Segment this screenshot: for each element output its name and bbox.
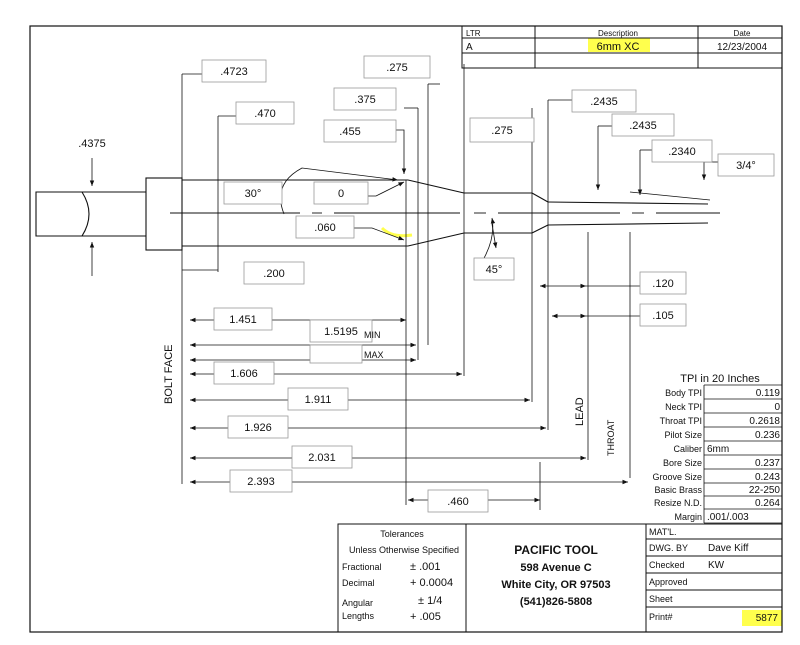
- spec-value: 6mm: [707, 444, 729, 455]
- rev-description-value: 6mm XC: [597, 41, 640, 53]
- highlight-description: [588, 38, 650, 52]
- spec-value: 0.237: [755, 458, 780, 469]
- spec-label: Basic Brass: [654, 485, 702, 495]
- approved-label: Approved: [649, 577, 688, 587]
- dim-2393: 2.393: [247, 476, 275, 488]
- tolerance-label: Lengths: [342, 611, 375, 621]
- dim-060: .060: [314, 222, 335, 234]
- extension-lines: [181, 64, 631, 505]
- dim-2435-b: .2435: [629, 120, 657, 132]
- label-throat: THROAT: [606, 419, 616, 456]
- checked-label: Checked: [649, 560, 685, 570]
- spec-label: Bore Size: [663, 458, 702, 468]
- tolerance-label: Fractional: [342, 562, 382, 572]
- rev-date-value: 12/23/2004: [717, 42, 767, 53]
- company-city: White City, OR 97503: [501, 579, 610, 591]
- dim-375: .375: [354, 94, 375, 106]
- spec-title: TPI in 20 Inches: [680, 373, 760, 385]
- print-label: Print#: [649, 612, 673, 622]
- tolerances-subtitle: Unless Otherwise Specified: [349, 545, 459, 555]
- rev-header-description: Description: [598, 29, 638, 38]
- spec-label: Resize N.D.: [654, 498, 702, 508]
- tolerance-value: + 0.0004: [410, 577, 453, 589]
- dim-1926: 1.926: [244, 422, 272, 434]
- spec-value: 0.236: [755, 430, 780, 441]
- spec-value: 0: [774, 402, 780, 413]
- dim-4375: .4375: [78, 138, 106, 150]
- company-street: 598 Avenue C: [520, 562, 591, 574]
- label-bolt-face: BOLT FACE: [163, 344, 175, 404]
- rev-header-date: Date: [734, 29, 751, 38]
- highlight-mark: [380, 226, 413, 238]
- highlight-print-number: [742, 610, 782, 626]
- tolerances-title: Tolerances: [380, 529, 424, 539]
- label-lead: LEAD: [574, 397, 586, 426]
- dim-105: .105: [652, 310, 673, 322]
- company-name: PACIFIC TOOL: [514, 543, 598, 557]
- dwg-by-label: DWG. BY: [649, 543, 688, 553]
- dim-max: MAX: [364, 350, 384, 360]
- spec-value: 22-250: [749, 485, 781, 496]
- spec-label: Pilot Size: [664, 430, 702, 440]
- dim-2340: .2340: [668, 146, 696, 158]
- dim-120: .120: [652, 278, 673, 290]
- spec-value: .001/.003: [707, 512, 749, 523]
- rev-ltr-value: A: [466, 42, 473, 53]
- tolerance-label: Angular: [342, 598, 373, 608]
- spec-label: Margin: [674, 512, 702, 522]
- title-block-grid: [337, 523, 783, 633]
- spec-value: 0.243: [755, 472, 780, 483]
- tolerance-value: ± .001: [410, 561, 441, 573]
- dim-4723: .4723: [220, 66, 248, 78]
- revision-block: [461, 25, 783, 69]
- dim-min: MIN: [364, 330, 381, 340]
- dim-200: .200: [263, 268, 284, 280]
- print-number-value: 5877: [756, 613, 779, 624]
- checked-value: KW: [708, 560, 725, 571]
- spec-label: Caliber: [673, 444, 702, 454]
- tolerance-value: ± 1/4: [418, 595, 442, 607]
- company-phone: (541)826-5808: [520, 596, 592, 608]
- dim-1911: 1.911: [305, 394, 332, 406]
- spec-value: 0.119: [756, 388, 781, 399]
- dim-1606: 1.606: [230, 368, 258, 380]
- dwg-by-value: Dave Kiff: [708, 543, 749, 554]
- dim-275-top: .275: [386, 62, 407, 74]
- tolerance-value: + .005: [410, 611, 441, 623]
- spec-label: Neck TPI: [665, 402, 702, 412]
- dim-2031: 2.031: [308, 452, 336, 464]
- dim-460: .460: [447, 496, 468, 508]
- dim-470: .470: [254, 108, 275, 120]
- dim-30-degree: 30°: [245, 188, 262, 200]
- dim-three-quarter-degree: 3/4°: [736, 160, 756, 172]
- sheet-label: Sheet: [649, 594, 673, 604]
- rev-header-ltr: LTR: [466, 29, 481, 38]
- dimension-boxes: [201, 55, 775, 513]
- tolerance-label: Decimal: [342, 578, 375, 588]
- spec-label: Body TPI: [665, 388, 702, 398]
- matl-label: MAT'L.: [649, 527, 677, 537]
- spec-table-grid: [703, 384, 783, 524]
- dim-45-degree: 45°: [486, 264, 503, 276]
- dim-15195: 1.5195: [324, 326, 358, 338]
- spec-value: 0.2618: [749, 416, 780, 427]
- dim-275-mid: .275: [491, 125, 512, 137]
- spec-label: Throat TPI: [660, 416, 702, 426]
- spec-value: 0.264: [755, 498, 780, 509]
- dim-1451: 1.451: [229, 314, 257, 326]
- dim-0: 0: [338, 188, 344, 200]
- chamber-outline: [35, 177, 709, 251]
- dim-2435-a: .2435: [590, 96, 618, 108]
- spec-label: Groove Size: [652, 472, 702, 482]
- dim-455: .455: [339, 126, 360, 138]
